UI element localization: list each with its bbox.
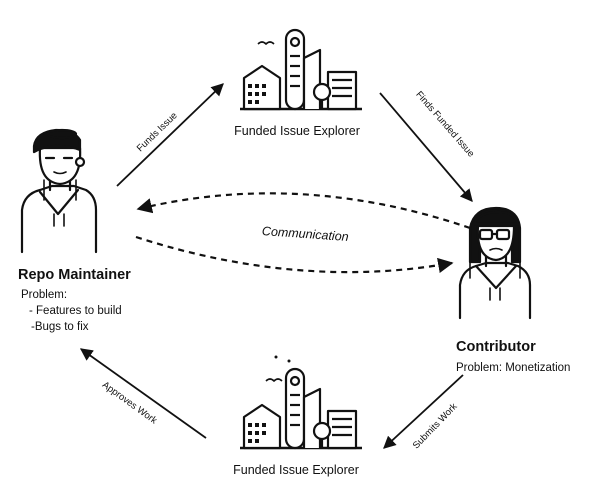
- contributor-title: Contributor: [456, 339, 536, 355]
- top-node-label: Funded Issue Explorer: [234, 124, 360, 138]
- maintainer-problem-item: - Features to build: [29, 305, 122, 317]
- maintainer-avatar-icon: [20, 128, 98, 254]
- arrow-communication-to-contributor: [135, 235, 454, 274]
- edge-label-submits-work: Submits Work: [411, 401, 460, 451]
- edge-label-communication: Communication: [261, 224, 349, 244]
- arrow-submits-work: [383, 374, 464, 449]
- maintainer-title: Repo Maintainer: [18, 267, 131, 283]
- edge-label-approves-work: Approves Work: [100, 379, 159, 426]
- arrow-finds-funded-issue: [379, 92, 473, 202]
- arrow-approves-work: [79, 348, 207, 439]
- maintainer-problem-item: -Bugs to fix: [31, 321, 89, 333]
- top-city-icon: [240, 28, 362, 111]
- bottom-city-icon: [240, 355, 362, 450]
- contributor-avatar-icon: [458, 206, 532, 320]
- contributor-problem: Problem: Monetization: [456, 362, 570, 374]
- edge-label-finds-funded-issue: Finds Funded Issue: [413, 89, 476, 159]
- maintainer-problem-heading: Problem:: [21, 289, 67, 301]
- arrow-funds-issue: [116, 83, 224, 187]
- arrow-communication-to-maintainer: [136, 192, 471, 230]
- bottom-node-label: Funded Issue Explorer: [233, 463, 359, 477]
